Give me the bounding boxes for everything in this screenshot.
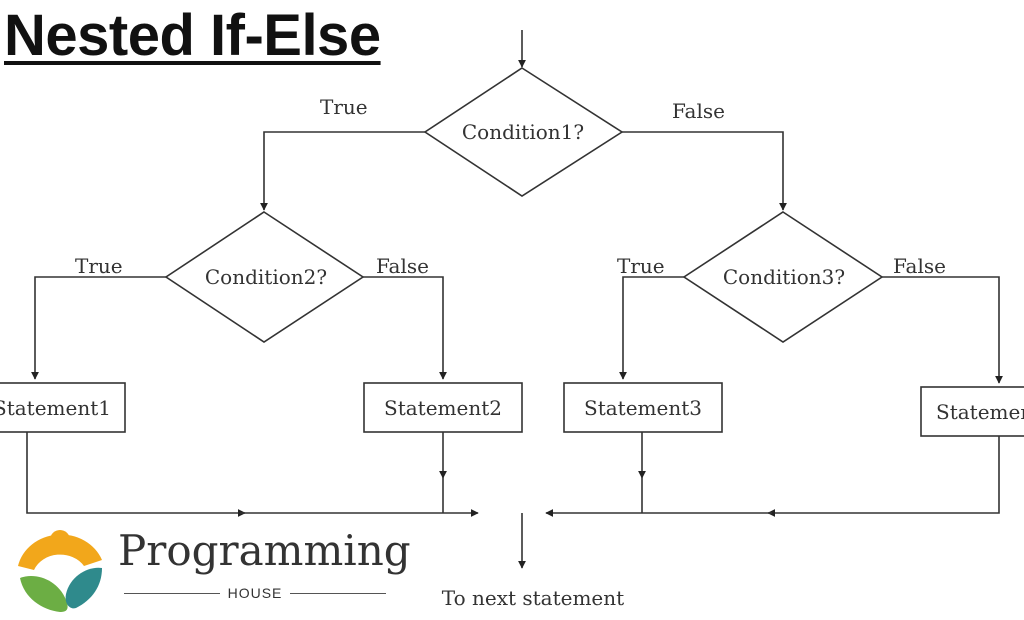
statement1-box xyxy=(0,382,126,433)
condition1-diamond xyxy=(423,67,624,197)
c1-true-label: True xyxy=(320,95,368,119)
c1-false-edge xyxy=(622,131,787,211)
statement3-box xyxy=(563,382,723,433)
logo-subtitle: HOUSE xyxy=(124,583,387,603)
condition1-label: Condition1? xyxy=(462,120,584,144)
logo-sub-label: HOUSE xyxy=(227,585,283,601)
c2-true-label: True xyxy=(75,254,123,278)
statement4-label: Statement4 xyxy=(936,400,1024,424)
statement2-label: Statement2 xyxy=(384,396,502,420)
statement1-label: Statement1 xyxy=(0,396,111,420)
c1-true-edge xyxy=(260,131,425,211)
exit-label: To next statement xyxy=(442,586,624,610)
c1-false-label: False xyxy=(672,99,725,123)
condition2-diamond xyxy=(164,211,365,343)
c3-true-label: True xyxy=(617,254,665,278)
c3-false-edge xyxy=(882,276,1003,384)
c3-true-edge xyxy=(619,276,684,380)
logo-name: Programming xyxy=(118,526,411,575)
logo-rule-right xyxy=(290,592,387,594)
condition3-label: Condition3? xyxy=(723,265,845,289)
c2-false-edge xyxy=(363,276,447,380)
c2-false-label: False xyxy=(376,254,429,278)
condition3-diamond xyxy=(682,211,884,343)
condition2-label: Condition2? xyxy=(205,265,327,289)
logo-icon xyxy=(18,530,102,612)
statement4-box xyxy=(920,386,1024,437)
c3-false-label: False xyxy=(893,254,946,278)
c2-true-edge xyxy=(31,276,166,380)
s1-out-edge xyxy=(26,432,246,517)
page-title: Nested If-Else xyxy=(4,3,381,68)
logo-rule-left xyxy=(124,592,220,594)
statement3-label: Statement3 xyxy=(584,396,702,420)
s4-out-edge xyxy=(767,436,1000,517)
